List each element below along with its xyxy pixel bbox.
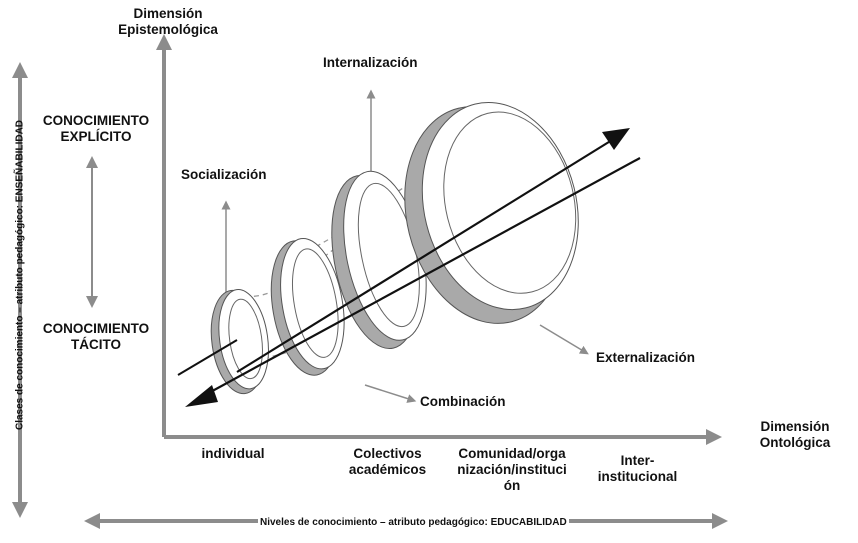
externalization-pointer <box>539 324 589 355</box>
spiral-arrow-up <box>236 131 626 373</box>
level-individual: individual <box>201 446 265 461</box>
ring-4 <box>404 102 579 324</box>
educabilidad-label: Niveles de conocimiento – atributo pedag… <box>258 515 569 531</box>
enseñabilidad-label: Clases de conocimiento – atributo pedagó… <box>14 119 26 431</box>
level-interinstitutional: Inter- institucional <box>585 453 690 485</box>
combination-label: Combinación <box>420 394 506 409</box>
explicit-line2: EXPLÍCITO <box>60 129 132 144</box>
axes <box>156 34 722 445</box>
spiral-arrow-down <box>204 157 641 396</box>
y-axis-title-line2: Epistemológica <box>118 22 218 37</box>
tacit-line2: TÁCITO <box>71 337 121 352</box>
level-collectives: Colectivos académicos <box>335 446 440 478</box>
internalization-label: Internalización <box>323 55 418 70</box>
y-axis-title: Dimensión Epistemológica <box>113 6 223 38</box>
ring-1 <box>210 289 269 395</box>
x-axis-title: Dimensión Ontológica <box>745 419 845 451</box>
explicit-line1: CONOCIMIENTO <box>42 113 150 128</box>
level-community: Comunidad/orga nización/instituci ón <box>452 446 572 494</box>
level-collectives-line2: académicos <box>348 462 427 477</box>
externalization-label: Externalización <box>596 350 696 365</box>
x-axis-title-line2: Ontológica <box>759 435 831 450</box>
level-collectives-line1: Colectivos <box>353 446 422 461</box>
y-axis-title-line1: Dimensión <box>133 6 203 21</box>
spiral-arrow-up-head <box>602 128 630 150</box>
tacit-knowledge-label: CONOCIMIENTO TÁCITO <box>36 321 156 353</box>
spiral-back-line <box>177 339 238 376</box>
x-axis-title-line1: Dimensión <box>760 419 830 434</box>
socialization-label: Socialización <box>181 167 267 182</box>
tacit-line1: CONOCIMIENTO <box>42 321 150 336</box>
combination-pointer <box>364 384 417 403</box>
spiral-arrow-down-head <box>185 385 218 407</box>
level-community-line2: nización/instituci <box>457 462 567 477</box>
level-inter-line2: institucional <box>597 469 678 484</box>
level-community-line1: Comunidad/orga <box>458 446 566 461</box>
explicit-knowledge-label: CONOCIMIENTO EXPLÍCITO <box>36 113 156 145</box>
level-community-line3: ón <box>503 478 521 493</box>
level-inter-line1: Inter- <box>620 453 655 468</box>
